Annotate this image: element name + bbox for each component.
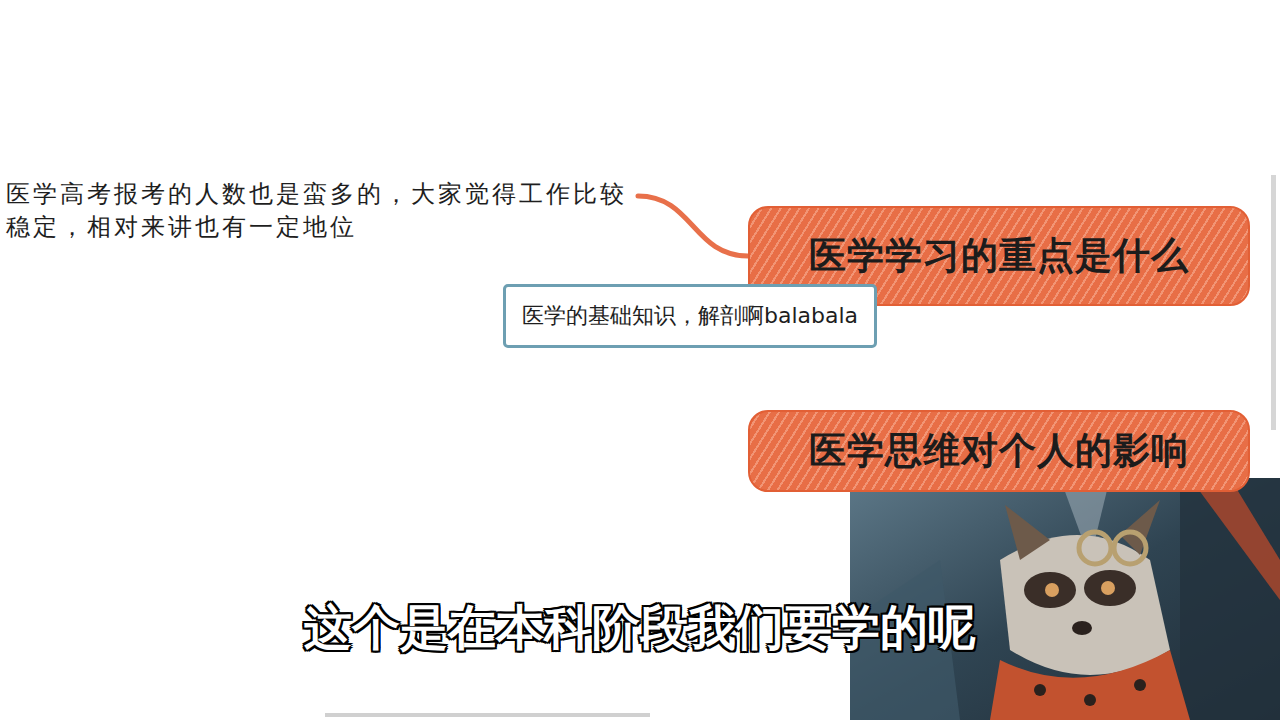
topic-box: 医学思维对个人的影响 (748, 410, 1250, 492)
node-text: 医学的基础知识，解剖啊balabala (522, 301, 858, 331)
scroll-track (325, 713, 650, 717)
topic-text: 医学高考报考的人数也是蛮多的，大家觉得工作比较稳定，相对来讲也有一定地位 (6, 178, 634, 244)
edit-box: 医学的基础知识，解剖啊balabala (503, 284, 877, 348)
node-text: 医学学习的重点是什么 (809, 231, 1189, 281)
video-subtitle: 这个是在本科阶段我们要学的呢 (0, 596, 1280, 660)
node-text: 医学高考报考的人数也是蛮多的，大家觉得工作比较稳定，相对来讲也有一定地位 (6, 178, 634, 244)
scrollbar (1271, 175, 1276, 430)
node-text: 医学思维对个人的影响 (809, 426, 1189, 476)
branch-line (638, 196, 748, 256)
